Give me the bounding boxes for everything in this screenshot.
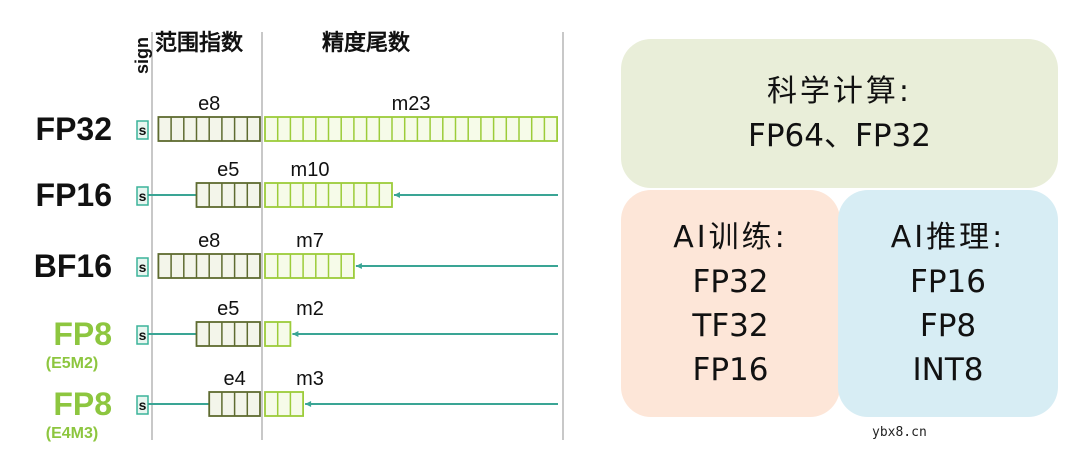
format-subtitle: (E4M3) xyxy=(45,425,99,442)
mantissa-label: m10 xyxy=(291,159,330,181)
format-label: BF16 xyxy=(0,250,112,282)
sign-bit-label: s xyxy=(139,327,147,343)
scientific-item: FP64、FP32 xyxy=(748,117,931,154)
inference-title: AI推理: xyxy=(890,219,1006,255)
sign-bit-label: s xyxy=(139,397,147,413)
sign-bit-label: s xyxy=(139,122,147,138)
arrow-icon xyxy=(355,263,362,269)
inference-item: FP8 xyxy=(919,307,977,344)
training-item: FP16 xyxy=(692,351,769,388)
format-subtitle: (E5M2) xyxy=(45,355,99,372)
exponent-label: e8 xyxy=(198,93,220,115)
format-name: BF16 xyxy=(33,248,112,284)
format-name: FP16 xyxy=(35,177,112,213)
mantissa-label: m2 xyxy=(296,298,324,320)
format-name: FP8 xyxy=(53,386,112,422)
sign-bit-label: s xyxy=(139,259,147,275)
mantissa-bits-box xyxy=(264,116,559,142)
mantissa-label: m23 xyxy=(392,93,431,115)
inference-item: INT8 xyxy=(912,351,984,388)
ai-training-box: AI训练: FP32 TF32 FP16 xyxy=(621,190,840,417)
exponent-label: e5 xyxy=(217,298,239,320)
format-label: FP8 (E5M2) xyxy=(0,318,112,372)
exponent-header: 范围指数 xyxy=(155,30,244,56)
arrow-icon xyxy=(292,331,299,337)
format-name: FP32 xyxy=(35,111,112,147)
exponent-bits-box xyxy=(195,182,261,208)
format-name: FP8 xyxy=(53,316,112,352)
mantissa-label: m3 xyxy=(296,368,324,390)
exponent-label: e5 xyxy=(217,159,239,181)
sign-bit-box xyxy=(136,120,149,140)
inference-item: FP16 xyxy=(910,263,986,300)
arrow-icon xyxy=(305,401,312,407)
scientific-computing-box: 科学计算: FP64、FP32 xyxy=(621,39,1058,188)
mantissa-bits-box xyxy=(264,391,304,417)
mantissa-bits-box xyxy=(264,253,355,279)
exponent-bits-box xyxy=(195,321,261,347)
sign-header: sign xyxy=(132,37,152,74)
scientific-title: 科学计算: xyxy=(766,73,913,109)
sign-bit-box xyxy=(136,257,149,277)
exponent-label: e4 xyxy=(223,368,245,390)
training-item: TF32 xyxy=(692,307,769,344)
format-label: FP32 xyxy=(0,113,112,145)
training-title: AI训练: xyxy=(673,219,788,255)
training-item: FP32 xyxy=(692,263,769,300)
mantissa-header: 精度尾数 xyxy=(322,30,411,56)
format-label: FP16 xyxy=(0,179,112,211)
exponent-label: e8 xyxy=(198,230,220,252)
watermark: ybx8.cn xyxy=(872,425,927,440)
format-label: FP8 (E4M3) xyxy=(0,388,112,442)
arrow-icon xyxy=(394,192,400,198)
mantissa-label: m7 xyxy=(296,230,324,252)
ai-inference-box: AI推理: FP16 FP8 INT8 xyxy=(838,190,1058,417)
sign-bit-label: s xyxy=(139,188,147,204)
